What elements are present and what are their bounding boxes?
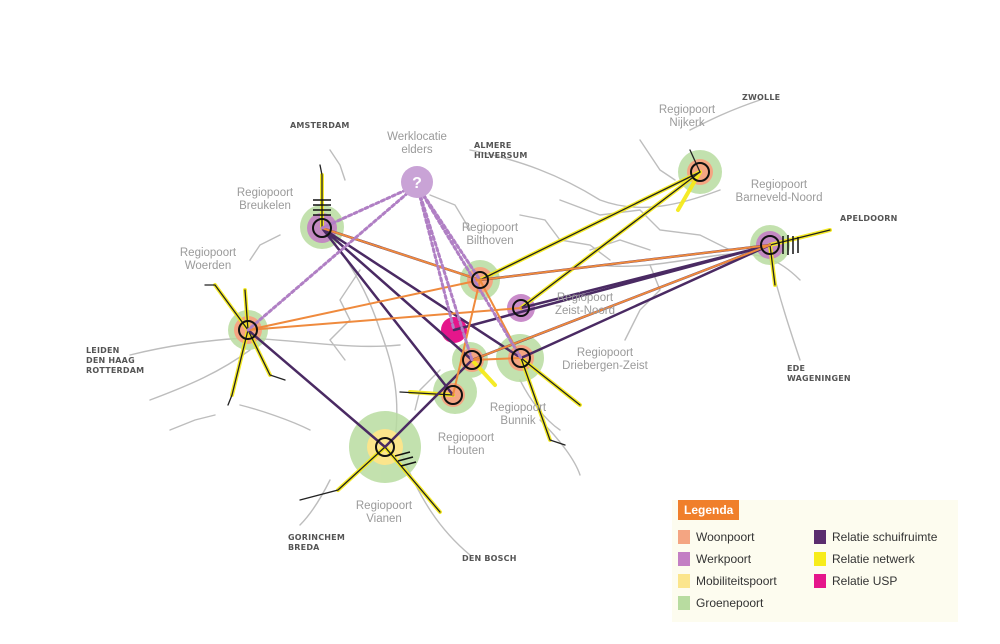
legend-swatch xyxy=(814,552,826,566)
legend-swatch xyxy=(814,574,826,588)
legend-label: Werkpoort xyxy=(696,552,752,566)
gateway-rings xyxy=(238,162,780,457)
city-apeldoorn: APELDOORN xyxy=(840,214,898,223)
legend-label: Mobiliteitspoort xyxy=(696,574,777,588)
legend-swatch xyxy=(678,552,690,566)
legend-item-schuifruimte: Relatie schuifruimte xyxy=(814,530,937,544)
hatch-marks xyxy=(313,199,799,467)
city-zwolle: ZWOLLE xyxy=(742,93,781,102)
legend-label: Relatie USP xyxy=(832,574,898,588)
werklocatie-relations xyxy=(246,183,523,362)
legend-item-groenepoort: Groenepoort xyxy=(678,596,763,610)
legend-item-woonpoort: Woonpoort xyxy=(678,530,754,544)
woon-relations xyxy=(247,227,771,396)
city-denbosch: DEN BOSCH xyxy=(462,554,517,563)
werklocatie-node xyxy=(401,166,433,198)
legend-swatch xyxy=(678,596,690,610)
legend-item-netwerk: Relatie netwerk xyxy=(814,552,915,566)
legend-label: Woonpoort xyxy=(696,530,755,544)
legend-label: Groenepoort xyxy=(696,596,764,610)
legend: Legenda Woonpoort Werkpoort Mobiliteitsp… xyxy=(672,500,958,622)
legend-item-usp: Relatie USP xyxy=(814,574,897,588)
legend-item-mobiliteitspoort: Mobiliteitspoort xyxy=(678,574,777,588)
legend-item-werkpoort: Werkpoort xyxy=(678,552,751,566)
legend-swatch xyxy=(678,530,690,544)
city-amsterdam: AMSTERDAM xyxy=(290,121,350,130)
legend-label: Relatie schuifruimte xyxy=(832,530,938,544)
werklocatie-symbol: ? xyxy=(412,175,422,192)
legend-label: Relatie netwerk xyxy=(832,552,915,566)
legend-title: Legenda xyxy=(678,500,740,520)
legend-swatch xyxy=(814,530,826,544)
legend-swatch xyxy=(678,574,690,588)
